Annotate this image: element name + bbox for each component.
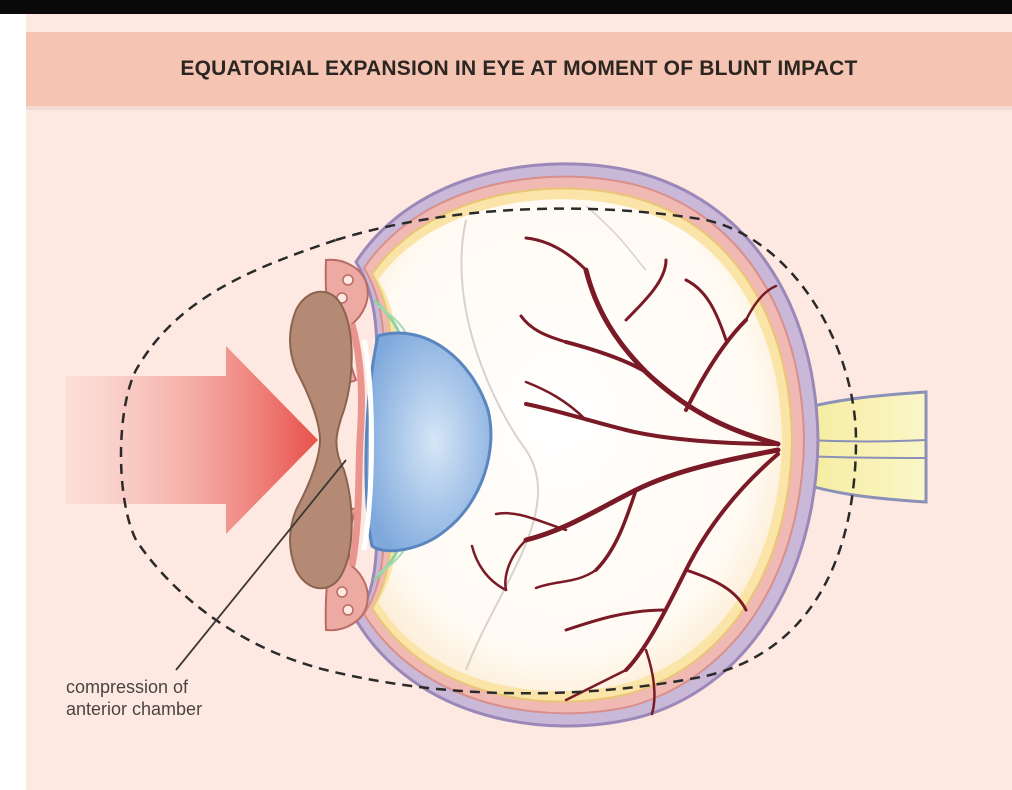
impact-arrow-icon bbox=[66, 346, 318, 534]
figure-title: EQUATORIAL EXPANSION IN EYE AT MOMENT OF… bbox=[180, 57, 857, 81]
caption-line-1: compression of bbox=[66, 676, 202, 698]
title-banner: EQUATORIAL EXPANSION IN EYE AT MOMENT OF… bbox=[26, 32, 1012, 106]
top-black-bar bbox=[0, 0, 1012, 14]
compression-caption: compression of anterior chamber bbox=[66, 676, 202, 720]
caption-line-2: anterior chamber bbox=[66, 698, 202, 720]
illustration-frame: EQUATORIAL EXPANSION IN EYE AT MOMENT OF… bbox=[26, 14, 1012, 790]
